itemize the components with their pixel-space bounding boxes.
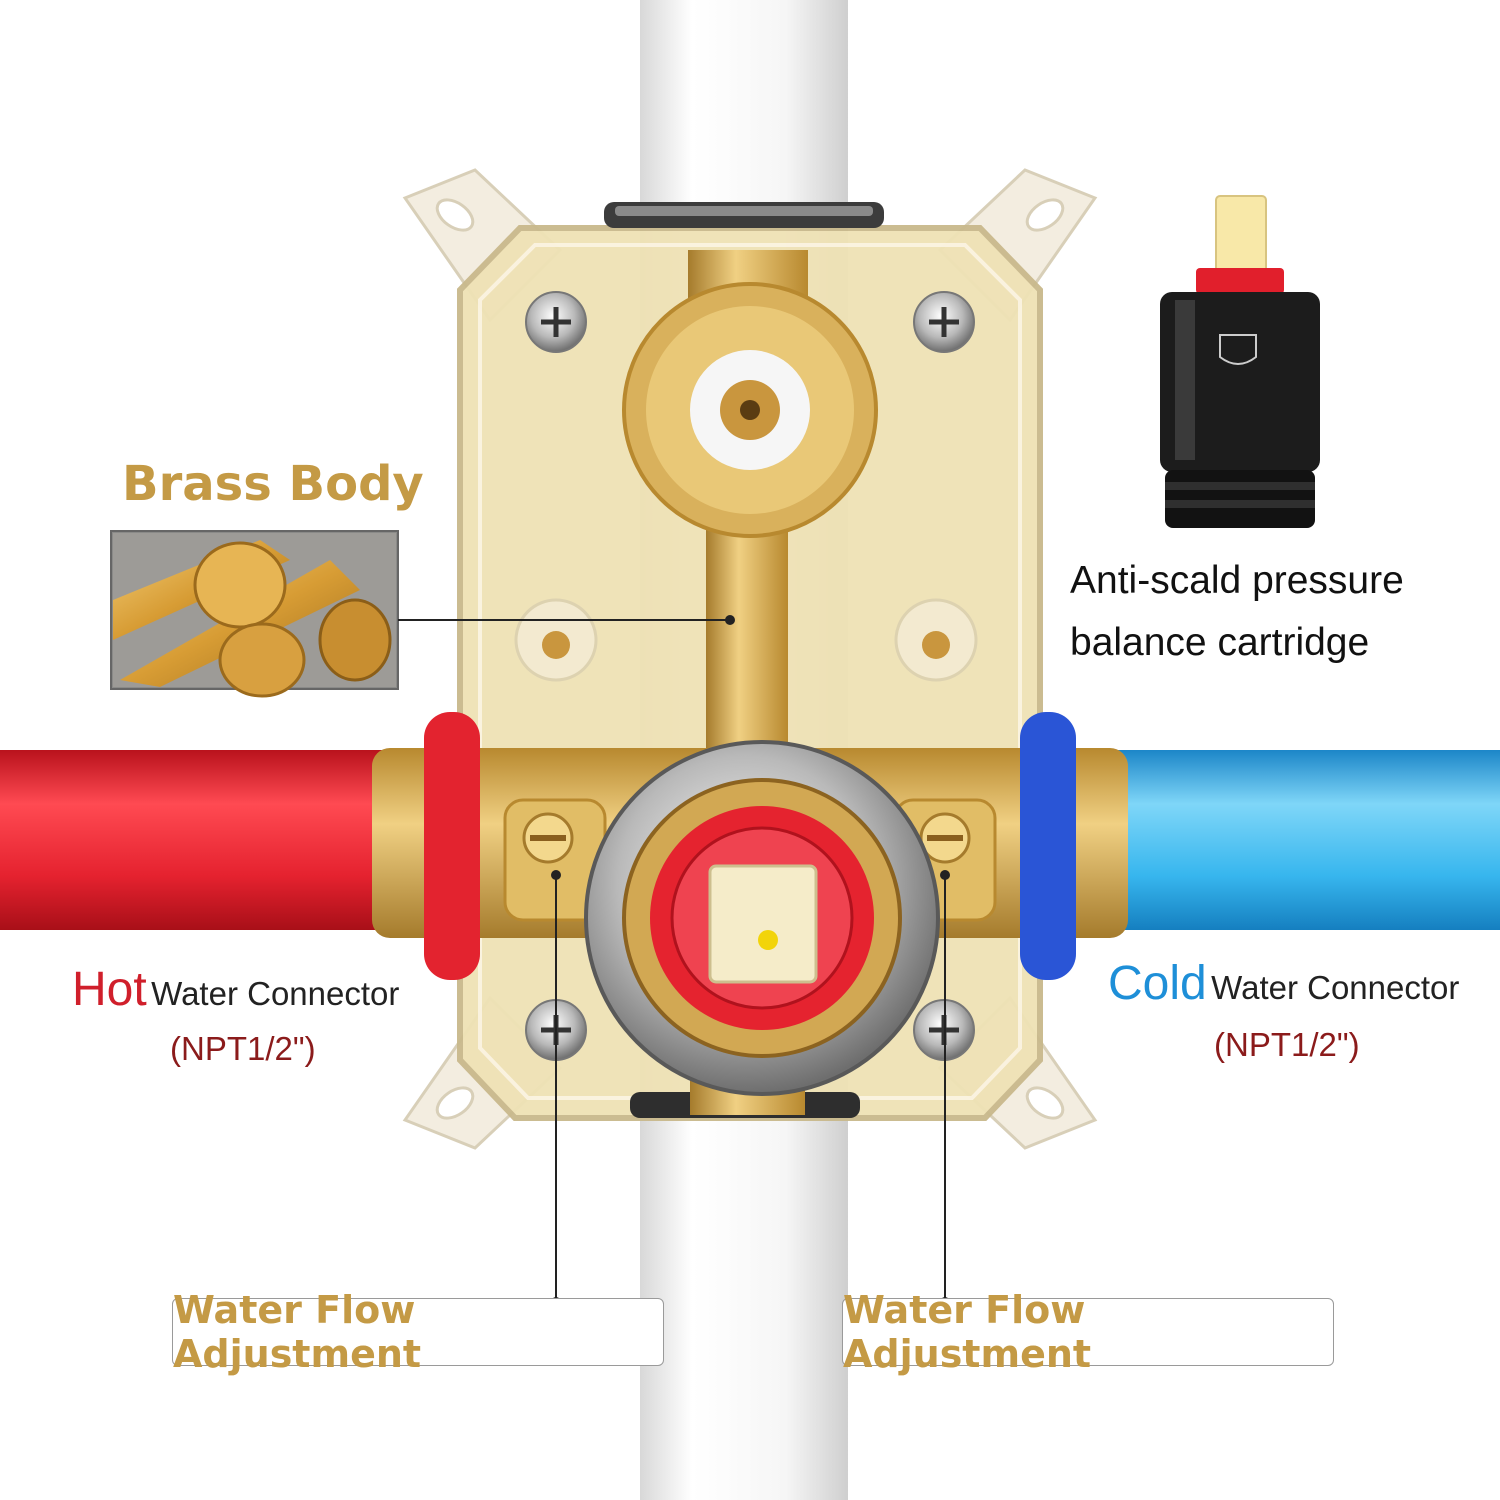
- cartridge-label: Anti-scald pressure balance cartridge: [1070, 550, 1404, 674]
- hot-word: Hot: [72, 963, 147, 1016]
- cartridge-picture: [1160, 195, 1320, 528]
- flow-adjust-label-right: Water Flow Adjustment: [842, 1288, 1334, 1376]
- cartridge-label-line2: balance cartridge: [1070, 621, 1370, 664]
- leader-lines: [398, 619, 946, 1300]
- cartridge-label-line1: Anti-scald pressure: [1070, 559, 1404, 602]
- hot-npt-label: (NPT1/2"): [170, 1030, 316, 1067]
- cold-npt-label: (NPT1/2"): [1214, 1026, 1360, 1063]
- cold-connector-label: Cold Water Connector: [1108, 956, 1459, 1011]
- side-seals: [424, 712, 1076, 980]
- brass-rods-picture: [110, 530, 399, 698]
- hot-pipe: [0, 750, 410, 930]
- cartridge-port: [584, 740, 940, 1096]
- cold-pipe: [1090, 750, 1500, 930]
- cold-word: Cold: [1108, 957, 1207, 1010]
- cold-connector-suffix: Water Connector: [1211, 969, 1460, 1006]
- brass-body-label: Brass Body: [122, 456, 424, 512]
- flow-adjust-screws: [503, 798, 997, 922]
- hot-connector-suffix: Water Connector: [151, 975, 400, 1012]
- hot-connector-label: Hot Water Connector: [72, 962, 399, 1017]
- flow-adjust-label-left: Water Flow Adjustment: [172, 1288, 664, 1376]
